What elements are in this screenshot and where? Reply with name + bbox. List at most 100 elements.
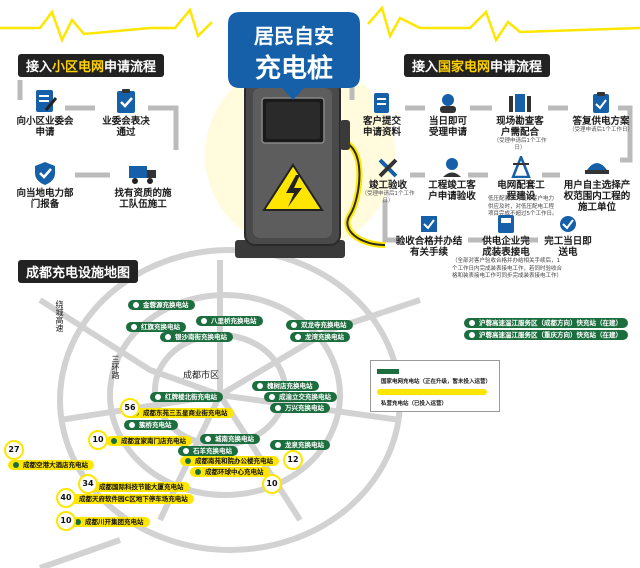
station-global-center-count: 10: [262, 474, 282, 494]
station-dot: [469, 332, 475, 338]
left-flow-title-hl1: 小区: [52, 60, 79, 75]
station-dot: [291, 322, 297, 328]
map-city-label: 成都市区: [183, 371, 220, 381]
customer-service-icon: [440, 94, 456, 113]
station-name: 沪蓉高速温江服务区（重庆方向）快充站（在建）: [479, 331, 622, 339]
left-step-3: 找有资质的施工队伍施工: [108, 160, 178, 210]
station-name: 银沙南街充换电站: [175, 333, 227, 341]
lightning-right: [367, 5, 640, 43]
station-name: 红旗充换电站: [141, 323, 180, 331]
right-flow-arrows: [349, 70, 633, 243]
lightning-left: [0, 7, 213, 44]
right-step-8-label: 竣工验收: [368, 180, 407, 191]
left-flow-title-post: 申请流程: [104, 60, 157, 75]
right-step-4: 答复供电方案 （受理申请后1个工作日）: [566, 92, 636, 134]
legend-yellow-label: 私营充电站（已投入运营）: [381, 401, 448, 407]
worker-helmet-icon: [585, 163, 609, 174]
station-chuankai[interactable]: 成都川开集团充电站: [70, 517, 150, 527]
station-dot: [133, 302, 139, 308]
station-name: 双龙寺充换电站: [301, 321, 347, 329]
station-name: 成渝立交充换电站: [279, 393, 331, 401]
station-huaishudian[interactable]: 槐树店充换电站: [252, 381, 319, 391]
station-name: 龙泉充换电站: [285, 441, 324, 449]
station-shiyang[interactable]: 石羊充换电站: [178, 446, 238, 456]
station-name: 成都空港大酒店充电站: [23, 461, 88, 469]
station-name: 簇桥充电站: [139, 421, 172, 429]
station-name: 成都环球中心充电站: [205, 468, 264, 476]
right-step-11-label: 完工当日即送电: [544, 236, 592, 258]
left-flow-title-hl2: 电网: [78, 60, 105, 75]
right-step-6: 电网配套工程建设: [494, 156, 548, 202]
station-hongqi[interactable]: 红旗充换电站: [126, 322, 186, 332]
left-step-2-label: 业委会表决通过: [102, 116, 150, 138]
right-step-3-label: 现场勘查客户需配合: [496, 116, 544, 138]
title-line-1: 居民自安: [254, 24, 334, 48]
station-dot: [469, 320, 475, 326]
legend-yellow-swatch: [377, 389, 487, 395]
station-name: 成都天府软件园C区地下停车场充电站: [79, 495, 188, 503]
power-tower-icon: [511, 156, 531, 178]
station-longquan[interactable]: 龙泉充换电站: [270, 440, 330, 450]
station-shuanglongsi[interactable]: 双龙寺充换电站: [286, 320, 353, 330]
station-ikea[interactable]: 成都宜家南门店充电站: [106, 436, 192, 446]
station-hurong-chongqing[interactable]: 沪蓉高速温江服务区（重庆方向）快充站（在建）: [464, 330, 628, 340]
right-step-8-sub: （受理申请后1个工作日）: [361, 191, 415, 204]
station-chengnan[interactable]: 城南充换电站: [200, 434, 260, 444]
station-wanxing[interactable]: 万兴充换电站: [270, 403, 330, 413]
right-step-4-sub: （受理申请后1个工作日）: [568, 127, 633, 133]
shield-check-icon: [35, 162, 55, 185]
station-yinsha[interactable]: 银沙南街充换电站: [160, 332, 233, 342]
right-step-1-label: 客户提交申请资料: [362, 116, 401, 138]
station-name: 红牌楼北街充电站: [165, 393, 217, 401]
station-longwan[interactable]: 龙湾充换电站: [290, 332, 350, 342]
station-name: 城南充换电站: [215, 435, 254, 443]
station-nanyuan[interactable]: 成都南苑和院办公楼充电站: [180, 456, 279, 466]
right-step-1: 客户提交申请资料: [356, 92, 408, 138]
left-flow-title-pre: 接入: [26, 60, 53, 75]
right-step-7: 工程竣工客户申请验收: [422, 156, 482, 202]
left-step-3-label: 找有资质的施工队伍施工: [114, 188, 172, 210]
station-name: 成都川开集团充电站: [85, 518, 144, 526]
truck-icon: [129, 166, 156, 184]
right-flow-title-hl2: 电网: [464, 60, 491, 75]
station-name: 石羊充换电站: [193, 447, 232, 455]
station-dot: [205, 436, 211, 442]
station-global-center[interactable]: 成都环球中心充电站: [190, 467, 270, 477]
right-note-grid: 低压配套，为使所客户电力供应及时，对低压配电工程项目完成不超过5个工作日。: [488, 196, 558, 217]
station-hongpailou[interactable]: 红牌楼北街充电站: [150, 392, 223, 402]
station-name: 成都东苑三五星商业街充电站: [143, 409, 228, 417]
clipboard-check-icon: [117, 89, 135, 113]
station-konggang[interactable]: 成都空港大酒店充电站: [8, 460, 94, 470]
station-dot: [295, 334, 301, 340]
right-flow-title: 接入国家电网申请流程: [404, 54, 551, 77]
station-chengyu[interactable]: 成渝立交充换电站: [264, 392, 337, 402]
meter-icon: [498, 215, 514, 233]
station-name: 万兴充换电站: [285, 404, 324, 412]
left-flow-title: 接入小区电网申请流程: [18, 54, 165, 77]
station-dot: [111, 438, 117, 444]
right-flow-title-pre: 接入: [412, 60, 439, 75]
station-hurong-chengdu[interactable]: 沪蓉高速温江服务区（成都方向）快充站（在建）: [464, 318, 628, 328]
station-name: 金蓉源充换电站: [143, 301, 189, 309]
station-keji-jieneng[interactable]: 成都国际科技节能大厦充电站: [84, 482, 190, 492]
station-dot: [183, 448, 189, 454]
left-step-1: 向小区业委会申请: [10, 88, 80, 138]
station-name: 成都国际科技节能大厦充电站: [99, 483, 184, 491]
right-step-2-label: 当日即可受理申请: [428, 116, 467, 138]
station-ikea-count: 10: [88, 430, 108, 450]
right-step-5-label: 用户自主选择产权范围内工程的施工单位: [563, 180, 631, 213]
engineer-icon: [443, 158, 461, 177]
station-jinrongyuan[interactable]: 金蓉源充换电站: [128, 300, 195, 310]
station-konggang-count: 27: [4, 440, 24, 460]
station-dot: [201, 318, 207, 324]
station-balitqiao[interactable]: 八里桥充换电站: [196, 316, 263, 326]
power-check-icon: [560, 216, 576, 232]
station-dot: [155, 394, 161, 400]
station-name: 龙湾充换电站: [305, 333, 344, 341]
station-cuqiao[interactable]: 簇桥充电站: [124, 420, 178, 430]
station-dongyuan[interactable]: 成都东苑三五星商业街充电站: [128, 408, 234, 418]
station-tianfu-software[interactable]: 成都天府软件园C区地下停车场充电站: [64, 494, 194, 504]
legend-green-label: 国家电网充电站（正在升级，暂未投入运营）: [381, 379, 492, 385]
